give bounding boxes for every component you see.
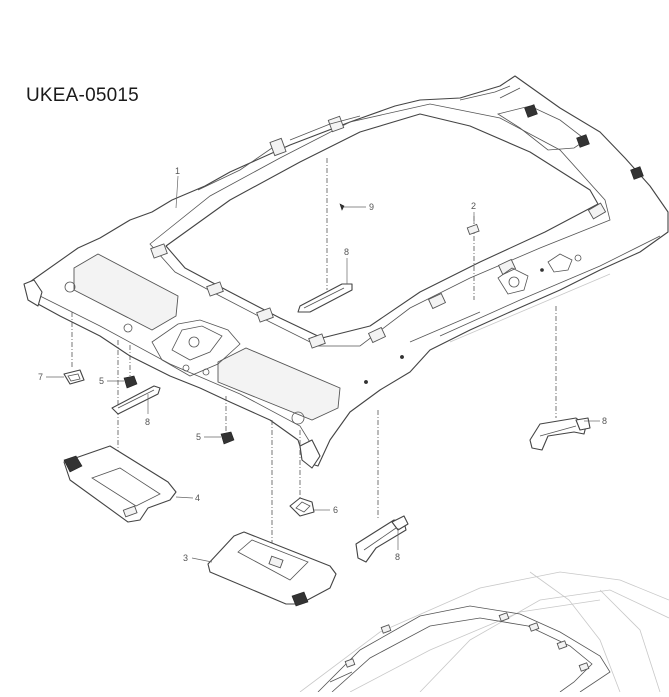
callout-2: 2 xyxy=(471,201,476,211)
callout-3: 3 xyxy=(183,553,188,563)
callout-5-left: 5 xyxy=(99,376,104,386)
callout-8-upper: 8 xyxy=(344,247,349,257)
clip-5-left xyxy=(123,375,138,389)
callout-6: 6 xyxy=(333,505,338,515)
callout-8-right: 8 xyxy=(602,416,607,426)
callout-8-left: 8 xyxy=(145,417,150,427)
callout-labels: 1 2 3 4 5 5 6 7 8 8 8 8 9 xyxy=(38,166,607,563)
grab-handle-8-right xyxy=(529,417,591,451)
callout-8-center: 8 xyxy=(395,552,400,562)
callout-5-center: 5 xyxy=(196,432,201,442)
callout-7: 7 xyxy=(38,372,43,382)
clip-2 xyxy=(466,223,480,236)
headliner-panel xyxy=(23,75,669,469)
callout-1: 1 xyxy=(175,166,180,176)
grab-handle-8-center xyxy=(355,515,409,563)
grab-handle-upper-8 xyxy=(297,283,353,313)
callout-4: 4 xyxy=(195,493,200,503)
callout-9: 9 xyxy=(369,202,374,212)
vehicle-location-view xyxy=(299,571,669,693)
drawing-code: UKEA-05015 xyxy=(26,85,139,106)
clip-5-center xyxy=(220,431,235,445)
sun-visor-4 xyxy=(63,445,177,523)
clip-6 xyxy=(289,497,315,517)
retainer-7 xyxy=(63,369,85,385)
sun-visor-3 xyxy=(207,531,337,607)
sunroof-switch-trim-9 xyxy=(339,203,366,211)
visor-holder-8-left xyxy=(111,385,161,415)
